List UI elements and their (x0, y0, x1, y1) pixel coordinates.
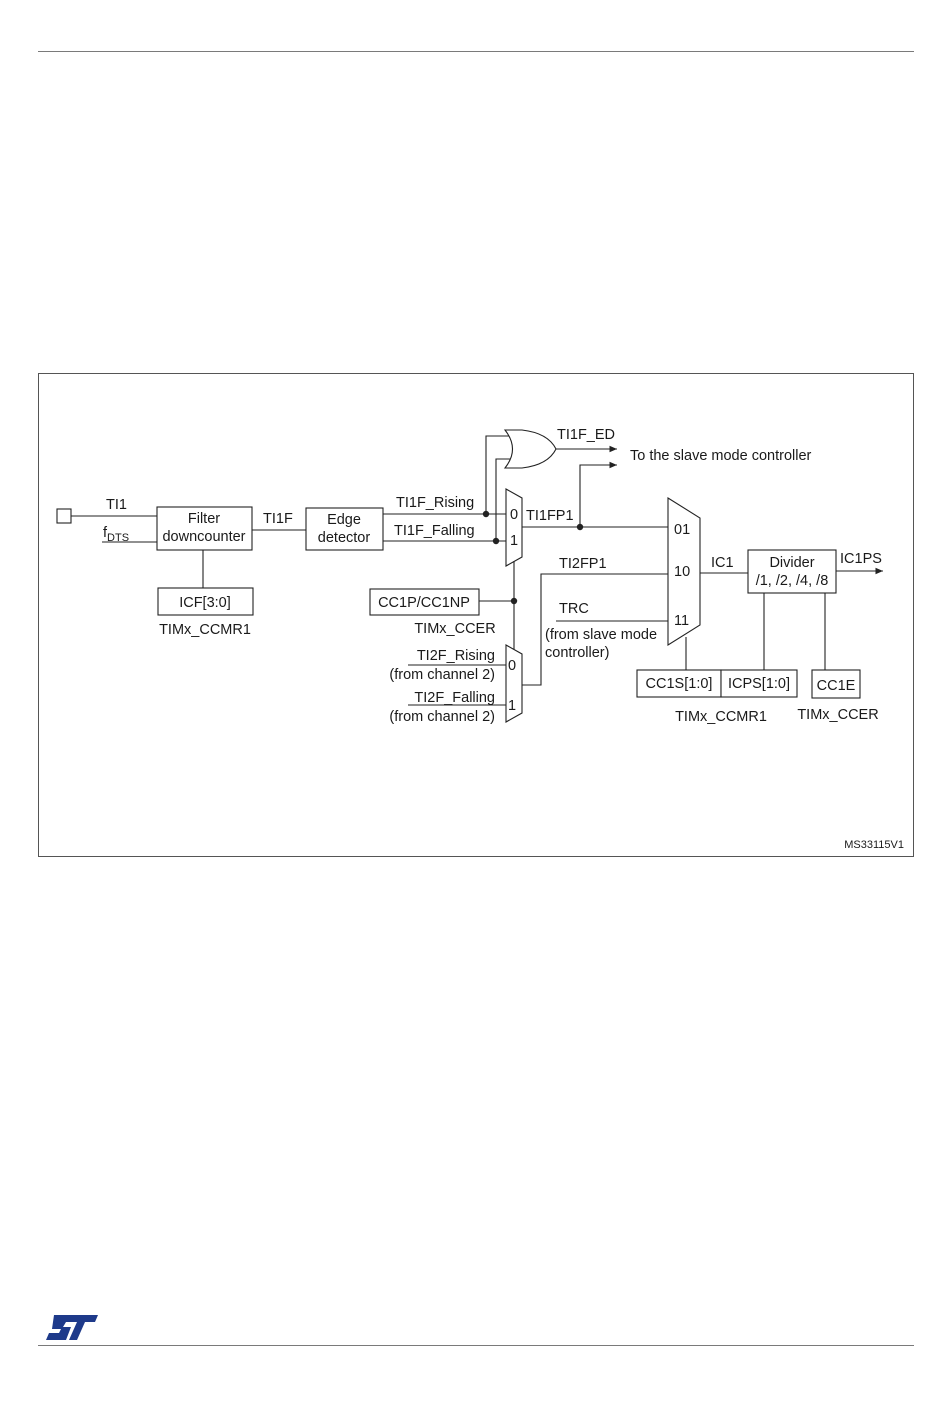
ccmr1-left-label: TIMx_CCMR1 (159, 622, 251, 638)
cc1s-label: CC1S[1:0] (646, 676, 713, 692)
slave-controller-label: To the slave mode controller (630, 448, 812, 464)
divider-label-1: Divider (769, 555, 814, 571)
figure-frame (38, 373, 914, 857)
mux-bot-in1: 1 (508, 698, 516, 714)
bottom-rule (38, 1345, 914, 1346)
icf-field (157, 587, 254, 616)
ic1ps-label: IC1PS (840, 551, 882, 567)
cc1e-label: CC1E (817, 678, 856, 694)
polarity-mux-ti2 (505, 644, 523, 723)
ti2f-rising-label: TI2F_Rising (417, 648, 495, 664)
ti1f-rising-label: TI1F_Rising (396, 495, 474, 511)
filter-label-2: downcounter (162, 529, 245, 545)
mux-in-01: 01 (674, 522, 690, 538)
ti1f-ed-label: TI1F_ED (557, 427, 615, 443)
ti1fp1-label: TI1FP1 (526, 508, 574, 524)
ccmr1-right-label: TIMx_CCMR1 (675, 709, 767, 725)
mux-top-in1: 1 (510, 533, 518, 549)
input-select-mux (667, 497, 701, 646)
st-logo (46, 1315, 98, 1340)
trc-note-2: controller) (545, 645, 609, 661)
mux-top-in0: 0 (510, 507, 518, 523)
trc-label: TRC (559, 601, 589, 617)
cc1e-field (811, 669, 861, 699)
ti2f-rising-src: (from channel 2) (389, 667, 495, 683)
icf-label: ICF[3:0] (179, 595, 231, 611)
ti1-pin (56, 508, 72, 524)
figure-id: MS33115V1 (844, 839, 904, 851)
ti1f-falling-label: TI1F_Falling (394, 523, 475, 539)
mux-in-10: 10 (674, 564, 690, 580)
ccer-right-label: TIMx_CCER (797, 707, 878, 723)
ic1-label: IC1 (711, 555, 734, 571)
ti2f-falling-label: TI2F_Falling (414, 690, 495, 706)
or-gate (503, 429, 557, 469)
fdts-label: fDTS (103, 525, 129, 544)
ti1f-label: TI1F (263, 511, 293, 527)
top-rule (38, 51, 914, 52)
trc-note-1: (from slave mode (545, 627, 657, 643)
edge-label-2: detector (318, 530, 371, 546)
filter-block (156, 506, 253, 551)
divider-block (747, 549, 837, 594)
edge-detector-block (305, 507, 384, 551)
mux-bot-in0: 0 (508, 658, 516, 674)
cc1p-label: CC1P/CC1NP (378, 595, 470, 611)
ti1-label: TI1 (106, 497, 127, 513)
ti2fp1-label: TI2FP1 (559, 556, 607, 572)
cc1s-field (636, 669, 722, 698)
ti2f-falling-src: (from channel 2) (389, 709, 495, 725)
divider-label-2: /1, /2, /4, /8 (756, 573, 829, 589)
ccer-mid-label: TIMx_CCER (414, 621, 495, 637)
mux-in-11: 11 (674, 613, 689, 629)
edge-label-1: Edge (327, 512, 361, 528)
icps-field (720, 669, 798, 698)
polarity-mux-ti1 (505, 488, 523, 567)
filter-label-1: Filter (188, 511, 220, 527)
icps-label: ICPS[1:0] (728, 676, 790, 692)
cc1p-field (369, 588, 480, 616)
